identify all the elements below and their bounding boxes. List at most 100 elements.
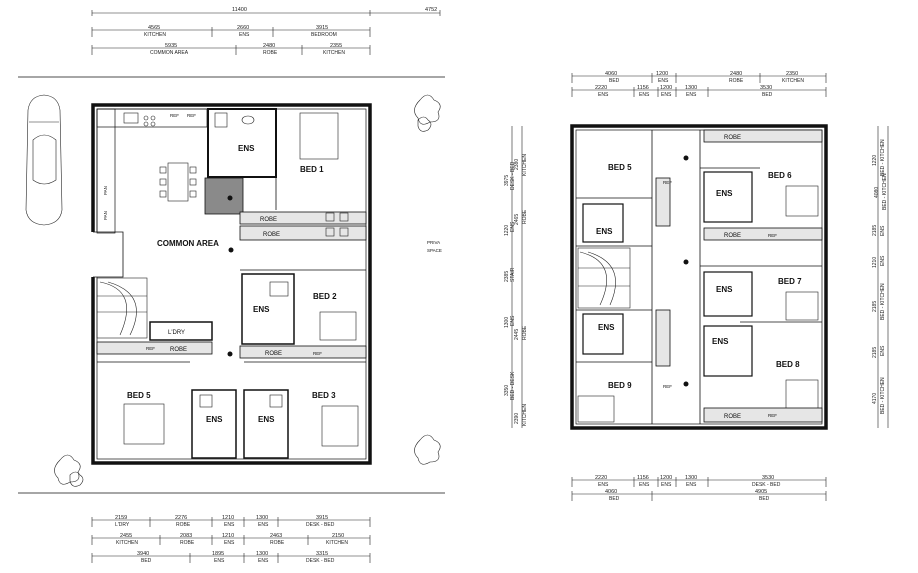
dim-label: L'DRY (115, 522, 130, 528)
ref-label: REF (313, 351, 322, 356)
dim-value: 2390 (514, 413, 520, 424)
dim-value: 1200 (660, 85, 672, 91)
bed2-label: BED 2 (313, 292, 337, 301)
dim-value: 2276 (175, 515, 187, 521)
dim-label: ENS (880, 255, 886, 266)
dim-value: 2355 (330, 43, 342, 49)
ens-right-label: ENS (596, 227, 613, 236)
dim-label: KITCHEN (323, 50, 345, 56)
dim-value: 2159 (115, 515, 127, 521)
dim-value: 4565 (148, 25, 160, 31)
dim-label: BED (762, 92, 773, 98)
dim-value: 1220 (504, 225, 510, 236)
ens-right-label: ENS (716, 189, 733, 198)
dim-label: ENS (880, 225, 886, 236)
dim-value: 1200 (660, 475, 672, 481)
dim-overall: 11400 (232, 7, 247, 13)
dim-value: 3530 (760, 85, 772, 91)
ref-label: REF (768, 413, 777, 418)
bed7-label: BED 7 (778, 277, 802, 286)
left-top-dimensions: 11400 4752 4565 KITCHEN 2660 ENS 3915 BE… (91, 7, 441, 56)
dim-label: ENS (598, 92, 609, 98)
dim-label: BED (609, 496, 620, 502)
robe-top-label: ROBE (724, 135, 741, 141)
bed5-right-label: BED 5 (608, 163, 632, 172)
dim-label: KITCHEN (522, 154, 528, 176)
dim-label: ROBE (522, 209, 528, 224)
ens-top-label: ENS (238, 144, 255, 153)
dim-label: ROBE (522, 325, 528, 340)
dim-value: 1220 (872, 155, 878, 166)
right-top-dimensions: 4060 BED 1200 ENS 2480 ROBE 2350 KITCHEN… (571, 71, 827, 98)
right-floor-plan: BED 5 ENS ENS BED 9 ROBE ENS BED 6 ROBE … (570, 124, 828, 430)
dim-value: 1300 (685, 85, 697, 91)
dim-value: 2350 (786, 71, 798, 77)
dim-value: 1300 (504, 317, 510, 328)
left-bottom-dimensions: 2159 L'DRY 2276 ROBE 1210 ENS 1300 ENS 3… (91, 515, 371, 564)
dim-label: ROBE (729, 78, 744, 84)
dim-value: 2463 (270, 533, 282, 539)
dim-label: ROBE (263, 50, 278, 56)
dim-label: BEDROOM (311, 32, 337, 38)
robe4-label: ROBE (265, 351, 282, 357)
dim-value: 2185 (872, 347, 878, 358)
dim-value: 1210 (222, 515, 234, 521)
dim-value: 2385 (504, 271, 510, 282)
dim-value: 3350 (504, 385, 510, 396)
dim-label: BED - DESK (510, 371, 516, 400)
dim-value: 3940 (137, 551, 149, 557)
bed6-label: BED 6 (768, 171, 792, 180)
dim-label: ENS (598, 482, 609, 488)
ref-label: REF (187, 113, 196, 118)
dim-value: 4905 (755, 489, 767, 495)
ref-label: REF (768, 233, 777, 238)
dim-value: 4060 (605, 71, 617, 77)
dim-value: 3530 (762, 475, 774, 481)
dim-label: ENS (258, 558, 269, 564)
dim-label: STAIR (510, 267, 516, 282)
dim-label: ENS (510, 221, 516, 232)
bed1-label: BED 1 (300, 165, 324, 174)
pan-label: PAN (103, 211, 108, 220)
dim-value: 1300 (256, 551, 268, 557)
robe1-label: ROBE (260, 217, 277, 223)
ens-b2-label: ENS (258, 415, 275, 424)
dim-label: ENS (510, 315, 516, 326)
right-right-dimensions: 1220 BED - KITCHEN 4080 BED - KITCHEN 21… (872, 126, 889, 428)
dim-label: DESK - BED (752, 482, 781, 488)
dim-label: BED (609, 78, 620, 84)
dim-value: 1156 (637, 475, 649, 481)
dim-label: KITCHEN (116, 540, 138, 546)
dim-label: BED (141, 558, 152, 564)
dim-value: 1200 (656, 71, 668, 77)
dim-label: ENS (224, 522, 235, 528)
dim-label: ENS (258, 522, 269, 528)
ens-right-label: ENS (598, 323, 615, 332)
common-area-label: COMMON AREA (157, 239, 219, 248)
dim-value: 4060 (605, 489, 617, 495)
dim-label: DESK - BED (306, 558, 335, 564)
dim-value: 2660 (237, 25, 249, 31)
dim-value: 3915 (316, 25, 328, 31)
dim-value: 2480 (263, 43, 275, 49)
left-floor-plan: REF REF PAN PAN ENS BED 1 ROBE ROBE COMM… (90, 103, 442, 465)
dim-label: ROBE (270, 540, 285, 546)
dim-value: 4080 (874, 187, 880, 198)
dim-value: 2220 (595, 85, 607, 91)
bed9-label: BED 9 (608, 381, 632, 390)
dim-value: 1895 (212, 551, 224, 557)
tree-icon (54, 94, 441, 487)
bed8-label: BED 8 (776, 360, 800, 369)
ref-label: REF (170, 113, 179, 118)
dim-label: BED (759, 496, 770, 502)
ens-mid-label: ENS (253, 305, 270, 314)
dim-label: ENS (639, 482, 650, 488)
dim-value: 2480 (730, 71, 742, 77)
ens-b1-label: ENS (206, 415, 223, 424)
dim-value: 2185 (872, 301, 878, 312)
dim-value: 1156 (637, 85, 649, 91)
dim-value: 2150 (332, 533, 344, 539)
dim-label: KITCHEN (144, 32, 166, 38)
dim-value: 2185 (872, 225, 878, 236)
